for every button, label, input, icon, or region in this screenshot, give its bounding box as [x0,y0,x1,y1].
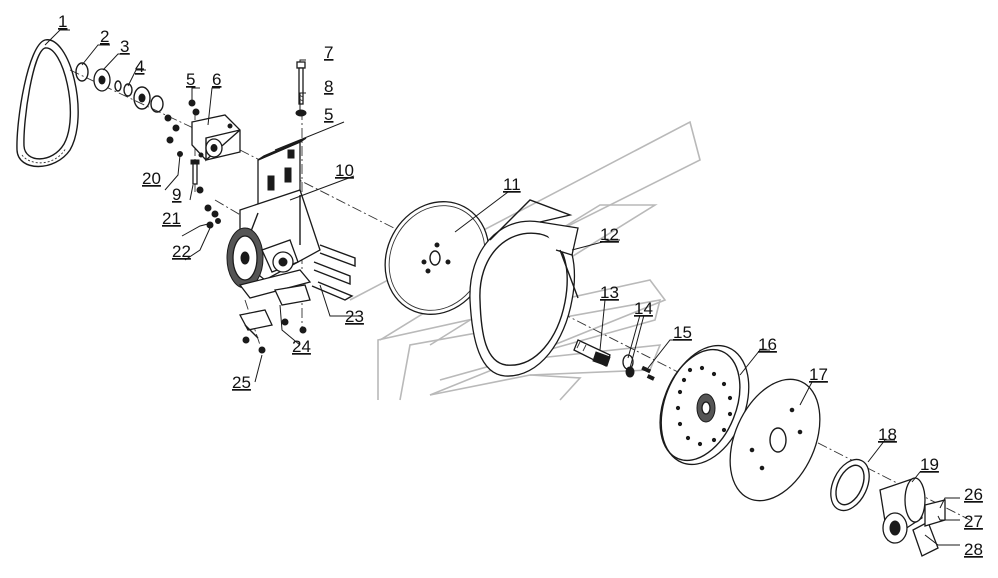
callout-label: 2 [100,27,109,46]
shaft-13 [573,339,611,367]
washer-8 [295,109,307,117]
callout-label: 23 [345,307,364,326]
callout-label: 5 [324,105,333,124]
callout-label: 14 [634,299,653,318]
bearing-housing-6 [191,114,241,162]
callout-label: 6 [212,70,221,89]
stud-9 [190,159,200,185]
callout-label: 22 [172,242,191,261]
u-bolt-23 [311,244,356,301]
ring-18 [830,458,870,512]
callout-label: 25 [232,373,251,392]
callout-label: 21 [162,209,181,228]
spacer-4 [114,80,164,113]
callout-label: 1 [58,12,67,31]
circlip-2 [75,62,89,82]
callout-label: 26 [964,485,983,504]
leader-lines [44,29,960,546]
callout-label: 20 [142,169,161,188]
fan-housing-12 [469,199,579,377]
callout-label: 5 [186,70,195,89]
callout-label: 7 [324,43,333,62]
callout-label: 16 [758,335,777,354]
callout-label: 18 [878,425,897,444]
impeller-holes [675,365,733,447]
callout-label: 8 [324,77,333,96]
callout-label: 3 [120,37,129,56]
callout-label: 11 [503,175,521,194]
key-15 [641,365,655,381]
callout-label: 4 [135,57,144,76]
callout-labels: 1 2 3 4 5 6 7 8 5 10 11 12 13 14 15 16 1… [58,12,983,559]
impeller-16 [659,344,750,466]
bearing-3 [93,68,151,110]
callout-label: 15 [673,323,692,342]
fasteners [164,99,307,354]
callout-label: 27 [964,512,983,531]
callout-label: 10 [335,161,354,180]
callout-label: 24 [292,337,311,356]
callout-label: 13 [600,283,619,302]
bolt-7 [296,61,306,105]
outlet-housing-19 [879,477,946,557]
clamp-24 [239,284,311,339]
callout-label: 19 [920,455,939,474]
bracket-frame-10 [226,137,321,299]
callout-label: 17 [809,365,828,384]
callout-label: 28 [964,540,983,559]
v-belt-part [16,39,79,168]
plate-17 [729,378,821,502]
callout-label: 12 [600,225,619,244]
callout-label: 9 [172,185,181,204]
cover-disc-11 [384,201,490,315]
